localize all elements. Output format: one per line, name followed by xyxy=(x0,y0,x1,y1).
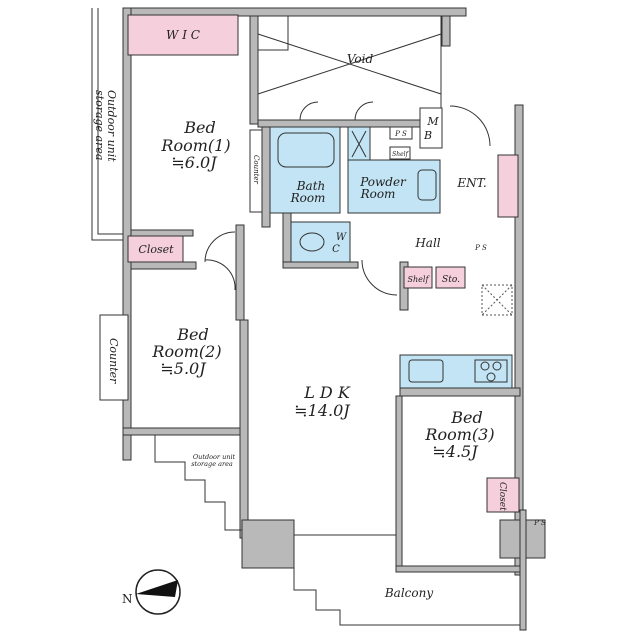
counter2-area xyxy=(99,314,129,401)
balcony-area xyxy=(293,568,520,626)
kitchen-sink-icon xyxy=(408,359,444,383)
outdoor-unit-top-label-2: storage area xyxy=(93,90,106,160)
bedroom1-label-2: Room(1) xyxy=(160,136,230,155)
outdoor-unit-area-top xyxy=(91,8,123,241)
counter1-area xyxy=(249,129,263,213)
bath-label-1: Bath xyxy=(296,179,326,193)
mb-label-2: B xyxy=(423,129,432,142)
bedroom2-label: Bed xyxy=(176,325,208,344)
bedroom2-label-2: Room(2) xyxy=(151,342,221,361)
bedroom3-label-2: Room(3) xyxy=(424,425,494,444)
bath-area xyxy=(269,126,341,214)
balcony-label: Balcony xyxy=(384,586,433,600)
void-label: Void xyxy=(347,52,374,66)
ps2-label: P S xyxy=(474,244,487,252)
closet1-area xyxy=(127,235,184,263)
wc-area xyxy=(290,221,351,263)
ps3-label: P S xyxy=(533,519,546,527)
bedroom1-size: ≒6.0J xyxy=(171,153,218,172)
ldk-size: ≒14.0J xyxy=(294,401,351,420)
bathtub-icon xyxy=(277,132,335,168)
mb-label-1: M xyxy=(426,115,439,128)
wic-label: W I C xyxy=(166,28,200,42)
shelf1-box xyxy=(389,146,411,160)
powder-label-2: Room xyxy=(360,187,396,201)
mb-box xyxy=(419,107,443,149)
void-area xyxy=(257,15,442,121)
shelf2-area xyxy=(403,266,433,289)
closet1-label: Closet xyxy=(138,243,174,256)
bedroom3-label: Bed xyxy=(450,408,482,427)
ldk-label: L D K xyxy=(303,383,351,402)
bedroom2-size: ≒5.0J xyxy=(160,359,207,378)
outdoor-unit-bottom-label-2: storage area xyxy=(191,460,233,468)
stove-icon xyxy=(474,359,508,383)
ps-shaft-icon xyxy=(481,284,513,316)
walls xyxy=(122,7,546,631)
counter2-label: Counter xyxy=(107,338,120,384)
counter1-label: Counter xyxy=(252,155,260,185)
hall-label: Hall xyxy=(414,236,440,250)
powder-area xyxy=(347,159,441,214)
wc-label-2: C xyxy=(332,244,340,255)
powder-label-1: Powder xyxy=(359,175,407,189)
toilet-icon xyxy=(299,232,325,252)
closet3-label: Closet xyxy=(497,482,507,511)
ps1-label: P S xyxy=(394,130,407,138)
shelf1-label: Shelf xyxy=(392,151,409,158)
compass-icon xyxy=(135,569,181,615)
bath-label-2: Room xyxy=(290,191,326,205)
bedroom1-label: Bed xyxy=(183,118,215,137)
shoe-closet-area xyxy=(497,154,519,218)
sink-icon xyxy=(417,169,437,201)
sto-area xyxy=(435,266,466,289)
outdoor-unit-bottom-label-1: Outdoor unit xyxy=(193,453,236,461)
doors xyxy=(204,101,491,296)
closet3-area xyxy=(486,477,520,513)
washer-icon xyxy=(351,130,367,158)
outdoor-unit-top-label-1: Outdoor unit xyxy=(105,90,118,162)
compass-north-label: N xyxy=(122,592,133,606)
wc-label-1: W xyxy=(336,232,347,243)
ps1-box xyxy=(389,126,413,140)
bedroom3-size: ≒4.5J xyxy=(432,442,479,461)
outdoor-unit-area-bottom xyxy=(154,435,242,531)
sto-label: Sto. xyxy=(442,275,460,285)
ent-label: ENT. xyxy=(456,176,486,190)
wic-area xyxy=(127,14,239,56)
shelf2-label: Shelf xyxy=(408,275,431,284)
